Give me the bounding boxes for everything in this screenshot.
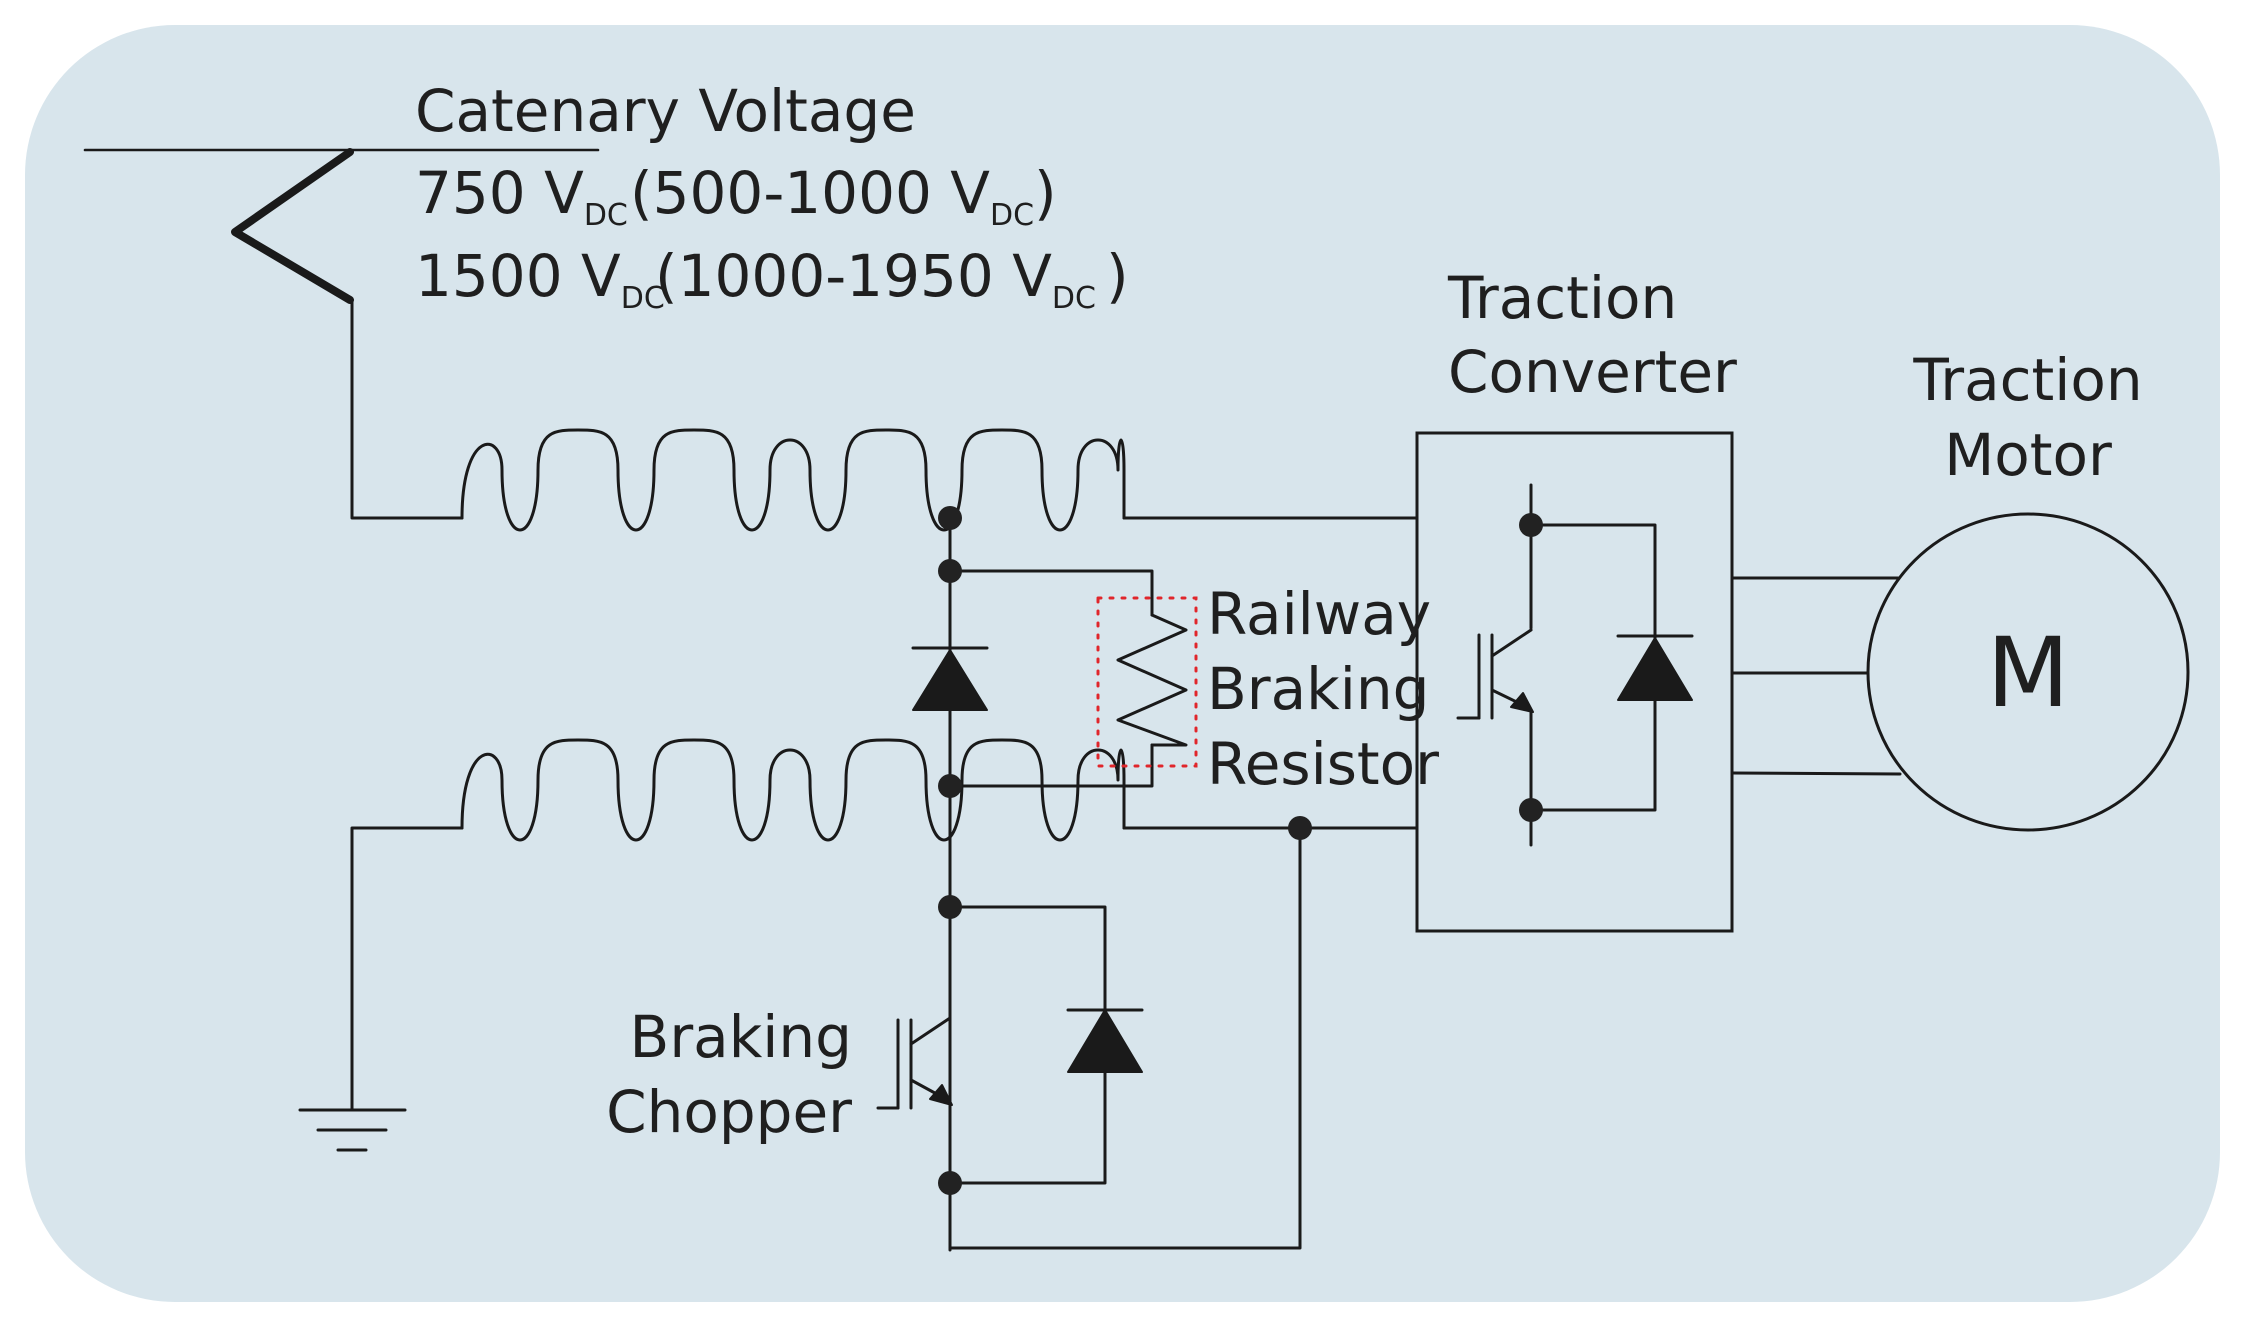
voltage-750: 750 V: [415, 159, 584, 227]
ground-wire: [350, 826, 464, 1112]
resistor-bottom-lead: [948, 743, 1154, 788]
voltage-1500-line: 1500 VDC(1000-1950 VDC): [415, 242, 1129, 316]
converter-igbt-collector: [1490, 628, 1533, 658]
bottom-inductor-icon: [460, 738, 1126, 842]
chopper-igbt-arrow-icon: [929, 1084, 953, 1106]
node-converter-bottom: [1519, 798, 1543, 822]
node-chopper-bottom: [938, 1171, 962, 1195]
voltage-750-range: (500-1000 V: [630, 159, 990, 227]
pantograph-icon: [231, 148, 354, 304]
node-resistor-bottom: [938, 774, 962, 798]
chopper-label-1: Braking: [630, 1003, 852, 1071]
traction-motor-icon: [1866, 512, 2190, 832]
voltage-750-range-sub: DC: [990, 198, 1034, 233]
traction-converter-label-2: Converter: [1448, 338, 1737, 406]
converter-diode-icon: [1617, 637, 1693, 701]
top-inductor-icon: [460, 428, 1126, 532]
voltage-1500-sub: DC: [621, 281, 665, 316]
converter-igbt-arrow-icon: [1510, 692, 1534, 713]
voltage-750-range-close: ): [1034, 159, 1057, 227]
converter-diode-top-lead: [1529, 523, 1657, 640]
chopper-diode-bottom-lead: [948, 1070, 1107, 1185]
resistor-top-lead: [948, 569, 1154, 617]
voltage-1500: 1500 V: [415, 242, 621, 310]
converter-diode-bottom-lead: [1529, 698, 1657, 812]
chopper-return-wire: [948, 826, 1302, 1250]
braking-resistor-icon: [1116, 613, 1188, 747]
chopper-igbt-collector: [909, 953, 952, 1046]
traction-converter-label-1: Traction: [1447, 264, 1677, 332]
pantograph-feed-wire: [350, 300, 464, 520]
node-converter-top: [1519, 513, 1543, 537]
traction-motor-label-2: Motor: [1944, 421, 2112, 489]
node-top-bus: [938, 506, 962, 530]
voltage-1500-range: (1000-1950 V: [655, 242, 1052, 310]
node-resistor-top: [938, 559, 962, 583]
resistor-label-2: Braking: [1207, 655, 1429, 723]
voltage-750-sub: DC: [584, 198, 628, 233]
chopper-diode-icon: [1067, 1009, 1143, 1073]
motor-symbol: M: [1987, 617, 2070, 729]
node-chopper-top: [938, 895, 962, 919]
resistor-highlight-box: [1096, 596, 1198, 768]
catenary-title: Catenary Voltage: [415, 77, 916, 145]
chopper-diode-top-lead: [948, 905, 1107, 1012]
chopper-label-2: Chopper: [606, 1078, 852, 1146]
phase-line-3: [1730, 771, 1902, 776]
freewheel-diode-icon: [912, 649, 988, 711]
voltage-1500-range-sub: DC: [1052, 281, 1096, 316]
traction-converter-box: [1415, 431, 1734, 933]
traction-motor-label-1: Traction: [1912, 346, 2142, 414]
voltage-750-line: 750 VDC(500-1000 VDC): [415, 159, 1057, 233]
resistor-label-1: Railway: [1207, 580, 1431, 648]
voltage-1500-range-close: ): [1106, 242, 1129, 310]
node-bottom-bus: [1288, 816, 1312, 840]
resistor-label-3: Resistor: [1207, 730, 1439, 798]
